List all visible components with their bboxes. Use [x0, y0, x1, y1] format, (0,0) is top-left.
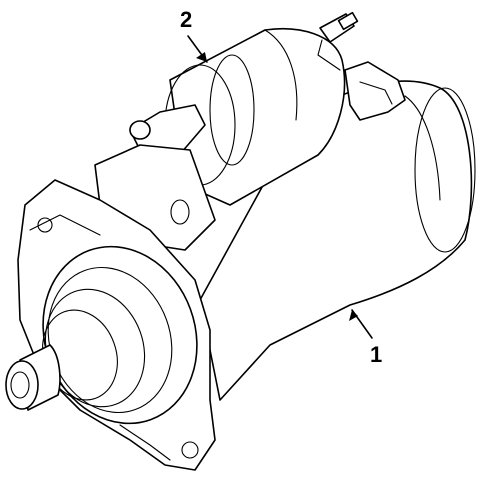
callout-2: 2: [180, 7, 208, 63]
mounting-bracket: [344, 61, 406, 121]
callout-1: 1: [349, 309, 382, 367]
terminal-stud: [317, 11, 359, 71]
callout-2-label: 2: [180, 7, 192, 32]
solenoid: [164, 28, 346, 206]
pinion-shaft: [5, 344, 61, 411]
callout-1-label: 1: [370, 342, 382, 367]
